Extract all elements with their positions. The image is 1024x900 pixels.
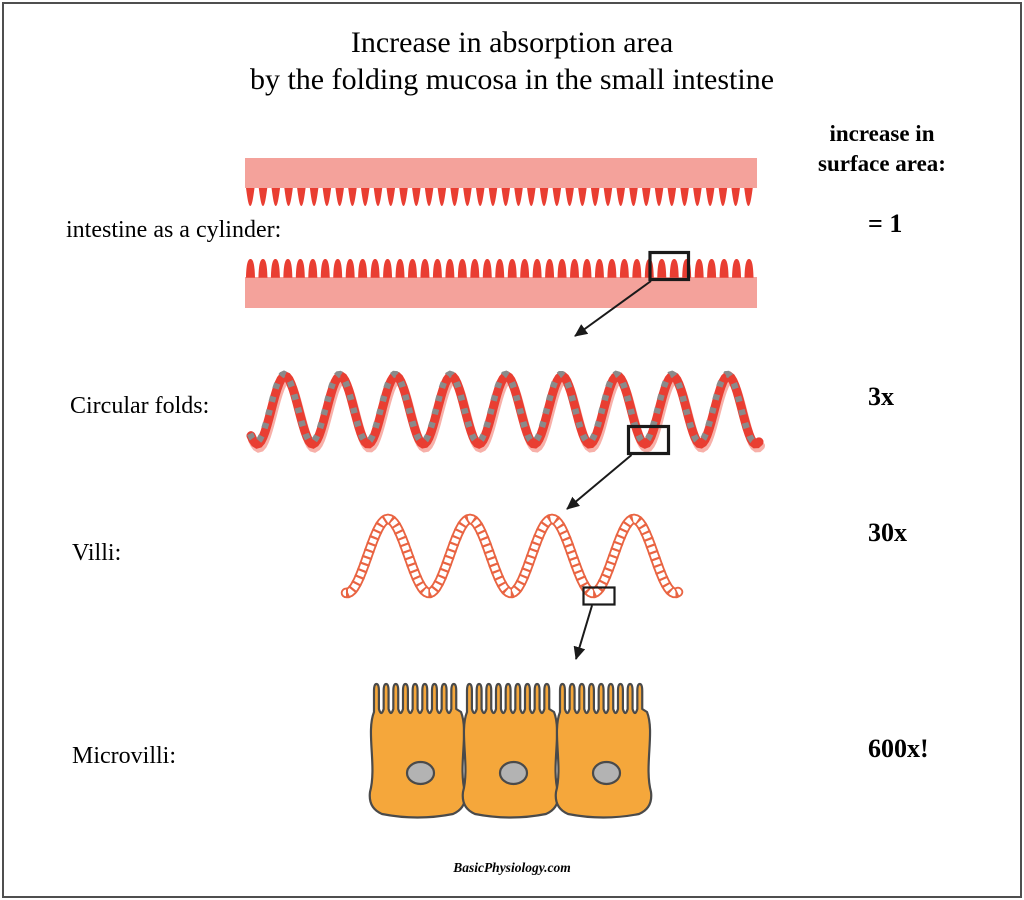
cylinder-top-mucosa-teeth (246, 188, 753, 206)
page-title: Increase in absorption area by the foldi… (0, 24, 1024, 98)
zoom-box-villi (582, 586, 616, 606)
label-circular-folds: Circular folds: (70, 393, 210, 419)
villi-rungs (345, 513, 681, 599)
value-circular-folds: 3x (868, 382, 894, 411)
surface-area-header-line-1: increase in (829, 121, 935, 146)
cell-nucleus (498, 760, 529, 786)
title-line-2: by the folding mucosa in the small intes… (249, 63, 775, 96)
zoom-box-cylinder (648, 250, 691, 282)
value-cylinder: = 1 (868, 209, 903, 238)
villi-diagram (340, 513, 684, 599)
label-microvilli: Microvilli: (72, 743, 176, 769)
fold-gray-squares (247, 370, 761, 446)
epithelial-cell-3 (554, 682, 653, 819)
title-line-1: Increase in absorption area (350, 26, 674, 59)
site-credit: BasicPhysiology.com (453, 860, 571, 875)
epithelial-cell-2 (461, 682, 560, 819)
epithelial-cell-1 (368, 682, 467, 819)
cylinder-bottom-mucosa-teeth (246, 259, 754, 278)
microvilli-diagram (368, 682, 653, 819)
cell-nucleus (405, 760, 436, 786)
zoom-arrow-cylinder-to-folds (574, 280, 652, 337)
surface-area-header-line-2: surface area: (818, 151, 946, 176)
surface-area-column-header: increase in surface area: (778, 119, 986, 179)
circular-folds-diagram (246, 370, 765, 453)
zoom-box-circular-folds (626, 424, 671, 456)
value-villi: 30x (868, 518, 907, 547)
label-intestine-cylinder: intestine as a cylinder: (66, 217, 282, 243)
zoom-arrow-villi-to-microvilli (573, 605, 593, 660)
label-villi: Villi: (72, 540, 122, 566)
zoom-arrow-folds-to-villi (566, 454, 633, 510)
cell-nucleus (591, 760, 622, 786)
cylinder-diagram (245, 158, 757, 308)
value-microvilli: 600x! (868, 734, 929, 763)
